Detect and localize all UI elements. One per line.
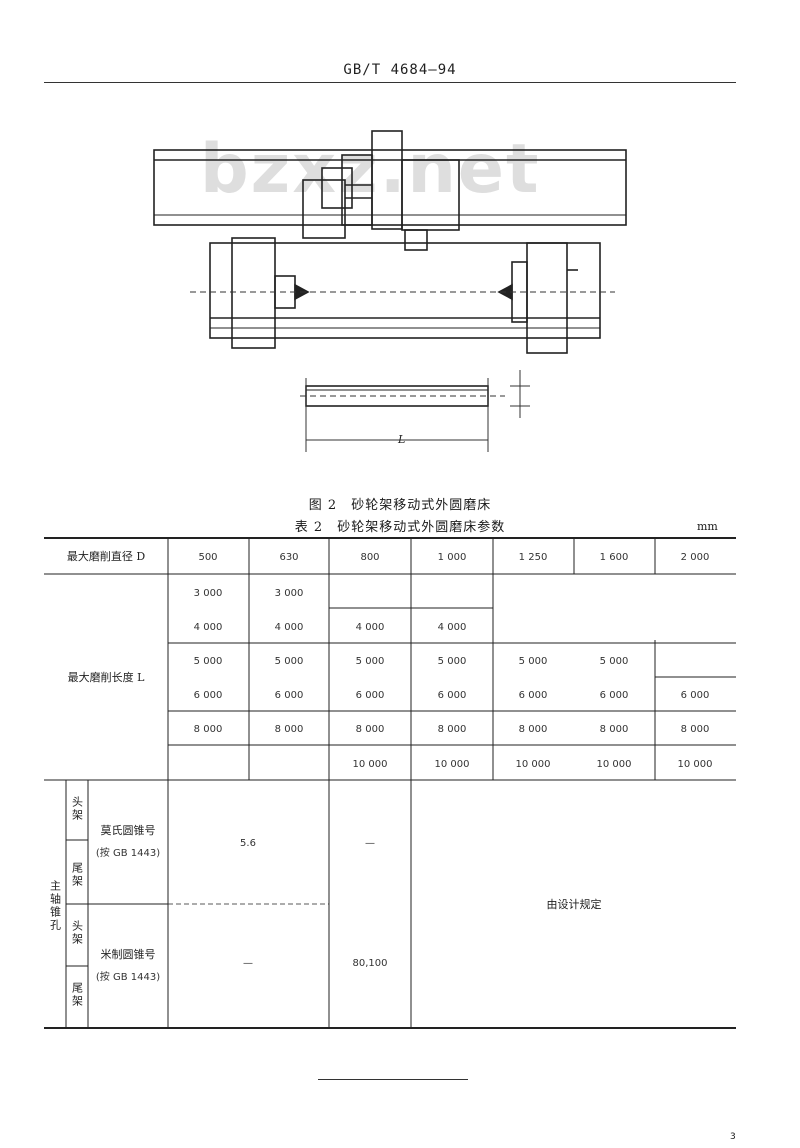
L-value: 10 000 xyxy=(435,759,470,770)
L-value: 8 000 xyxy=(519,724,548,735)
L-value: 4 000 xyxy=(275,622,304,633)
headstock-label-2: 头架 xyxy=(71,920,84,946)
D-value: 2 000 xyxy=(681,552,710,563)
header-code: GB/T 4684—94 xyxy=(343,62,457,78)
L-value: 6 000 xyxy=(356,690,385,701)
morse-standard: (按 GB 1443) xyxy=(96,846,160,859)
tailstock-label-1: 尾架 xyxy=(71,862,84,888)
L-value: 10 000 xyxy=(516,759,551,770)
L-value: 4 000 xyxy=(194,622,223,633)
L-value: 8 000 xyxy=(600,724,629,735)
L-value: 5 000 xyxy=(519,656,548,667)
L-value: 6 000 xyxy=(600,690,629,701)
table-caption: 表 2 砂轮架移动式外圆磨床参数 xyxy=(294,520,506,535)
headstock-label-1: 头架 xyxy=(71,796,84,822)
D-value: 1 250 xyxy=(519,552,548,563)
metric-dash: — xyxy=(243,958,253,969)
table-unit: mm xyxy=(697,520,718,533)
L-value: 8 000 xyxy=(438,724,467,735)
D-value: 800 xyxy=(360,552,379,563)
metric-standard: (按 GB 1443) xyxy=(96,970,160,983)
L-value: 5 000 xyxy=(438,656,467,667)
L-value: 5 000 xyxy=(194,656,223,667)
page-number: 3 xyxy=(730,1132,736,1142)
L-value: 4 000 xyxy=(438,622,467,633)
row-label-D: 最大磨削直径 D xyxy=(67,549,145,563)
L-value: 6 000 xyxy=(194,690,223,701)
L-value: 8 000 xyxy=(356,724,385,735)
L-value: 6 000 xyxy=(681,690,710,701)
L-value: 6 000 xyxy=(275,690,304,701)
by-design-note: 由设计规定 xyxy=(547,897,602,911)
morse-label: 莫氏圆锥号 xyxy=(101,824,156,837)
L-value: 5 000 xyxy=(275,656,304,667)
row-label-L: 最大磨削长度 L xyxy=(68,670,145,684)
L-value: 4 000 xyxy=(356,622,385,633)
morse-dash: — xyxy=(365,838,375,849)
L-value: 5 000 xyxy=(600,656,629,667)
D-value: 630 xyxy=(279,552,298,563)
D-value: 1 000 xyxy=(438,552,467,563)
L-value: 5 000 xyxy=(356,656,385,667)
bottom-rule xyxy=(318,1079,468,1080)
L-value: 10 000 xyxy=(678,759,713,770)
metric-value: 80,100 xyxy=(353,958,388,969)
header-rule xyxy=(44,82,736,83)
spindle-group-label: 主轴锥孔 xyxy=(49,880,62,932)
figure-caption: 图 2 砂轮架移动式外圆磨床 xyxy=(308,498,492,513)
grinder-drawing: L xyxy=(153,130,627,452)
L-value: 3 000 xyxy=(194,588,223,599)
dimension-label: L xyxy=(397,433,405,446)
morse-value: 5.6 xyxy=(240,838,256,849)
wheelhead-bed xyxy=(153,149,627,226)
metric-label: 米制圆锥号 xyxy=(101,948,156,961)
L-value: 6 000 xyxy=(438,690,467,701)
L-value: 10 000 xyxy=(597,759,632,770)
L-value: 6 000 xyxy=(519,690,548,701)
watermark: bzxz.net xyxy=(200,130,541,209)
L-value: 3 000 xyxy=(275,588,304,599)
worktable-bed xyxy=(209,242,601,339)
L-value: 8 000 xyxy=(275,724,304,735)
tailstock-label-2: 尾架 xyxy=(71,982,84,1008)
L-value: 8 000 xyxy=(681,724,710,735)
D-value: 1 600 xyxy=(600,552,629,563)
L-value: 8 000 xyxy=(194,724,223,735)
D-value: 500 xyxy=(198,552,217,563)
L-value: 10 000 xyxy=(353,759,388,770)
